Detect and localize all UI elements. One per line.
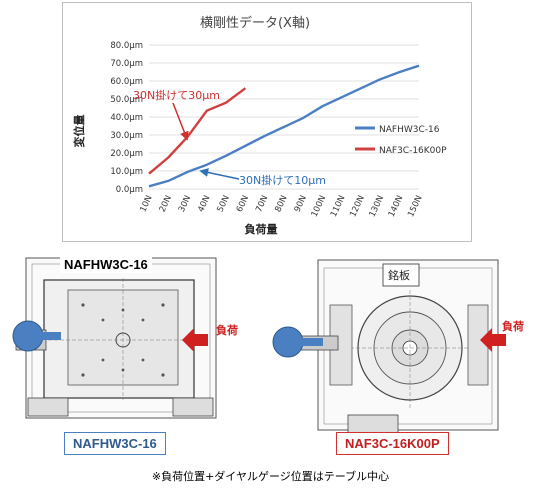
legend-label-0: NAFHW3C-16 [379, 125, 440, 135]
x-tick-label: 50N [216, 194, 232, 214]
x-tick-label: 90N [293, 194, 309, 214]
y-tick-label: 30.0μm [110, 131, 143, 141]
legend-label-1: NAF3C-16K00P [379, 146, 447, 156]
chart-title: 横剛性データ(X軸) [200, 15, 310, 31]
annotation-blue-arrow [199, 168, 240, 180]
y-tick-label: 0.0μm [116, 185, 143, 195]
x-tick-label: 120N [348, 194, 367, 219]
x-tick-label: 140N [387, 194, 406, 219]
y-tick-label: 70.0μm [110, 59, 143, 69]
x-tick-label: 60N [235, 194, 251, 214]
load-arrow-right [480, 328, 506, 352]
displacement-chart: 横剛性データ(X軸) 0.0μm 10.0μm 20.0μm 30.0μm 40.0μm… [72, 15, 447, 236]
x-tick-label: 20N [158, 194, 174, 214]
right-stage-drawing [272, 259, 506, 438]
footnote: ※負荷位置+ダイヤルゲージ位置はテーブル中心 [151, 470, 390, 483]
x-tick-label: 70N [254, 194, 270, 214]
x-tick-label: 110N [329, 194, 348, 219]
series-line-0 [148, 64, 420, 188]
x-tick-label: 100N [310, 194, 329, 219]
y-axis-label: 変位量 [72, 115, 86, 148]
dial-gauge-left [12, 320, 44, 352]
x-tick-label: 40N [196, 194, 212, 214]
model-label-left-box: NAFHW3C-16 [64, 432, 166, 455]
x-axis-label: 負荷量 [245, 222, 278, 236]
y-tick-label: 60.0μm [110, 77, 143, 87]
annotation-red: 30N掛けて30μm [133, 88, 220, 102]
nameplate-label: 銘板 [388, 269, 410, 282]
load-label-right: 負荷 [502, 320, 524, 333]
y-tick-label: 40.0μm [110, 113, 143, 123]
y-tick-label: 20.0μm [110, 149, 143, 159]
left-stage-drawing [12, 257, 217, 419]
x-tick-label: 130N [368, 194, 387, 219]
annotation-blue: 30N掛けて10μm [239, 173, 326, 187]
y-tick-label: 80.0μm [110, 41, 143, 51]
x-tick-label: 150N [406, 194, 425, 219]
x-tick-label: 10N [138, 194, 154, 214]
y-tick-label: 10.0μm [110, 167, 143, 177]
annotation-red-arrow [172, 102, 189, 141]
chart-frame: 横剛性データ(X軸) 0.0μm 10.0μm 20.0μm 30.0μm 40.0μm… [62, 2, 472, 242]
model-label-right-box: NAF3C-16K00P [336, 432, 449, 455]
legend: NAFHW3C-16 NAF3C-16K00P [355, 125, 447, 156]
series-line-1 [148, 87, 247, 175]
x-tick-label: 80N [273, 194, 289, 214]
y-tick-label: 50.0μm [110, 95, 143, 105]
dial-gauge-right [272, 326, 304, 358]
load-arrow-left [182, 328, 208, 352]
load-label-left: 負荷 [216, 324, 238, 337]
x-tick-label: 30N [177, 194, 193, 214]
model-label-left: NAFHW3C-16 [60, 256, 152, 273]
